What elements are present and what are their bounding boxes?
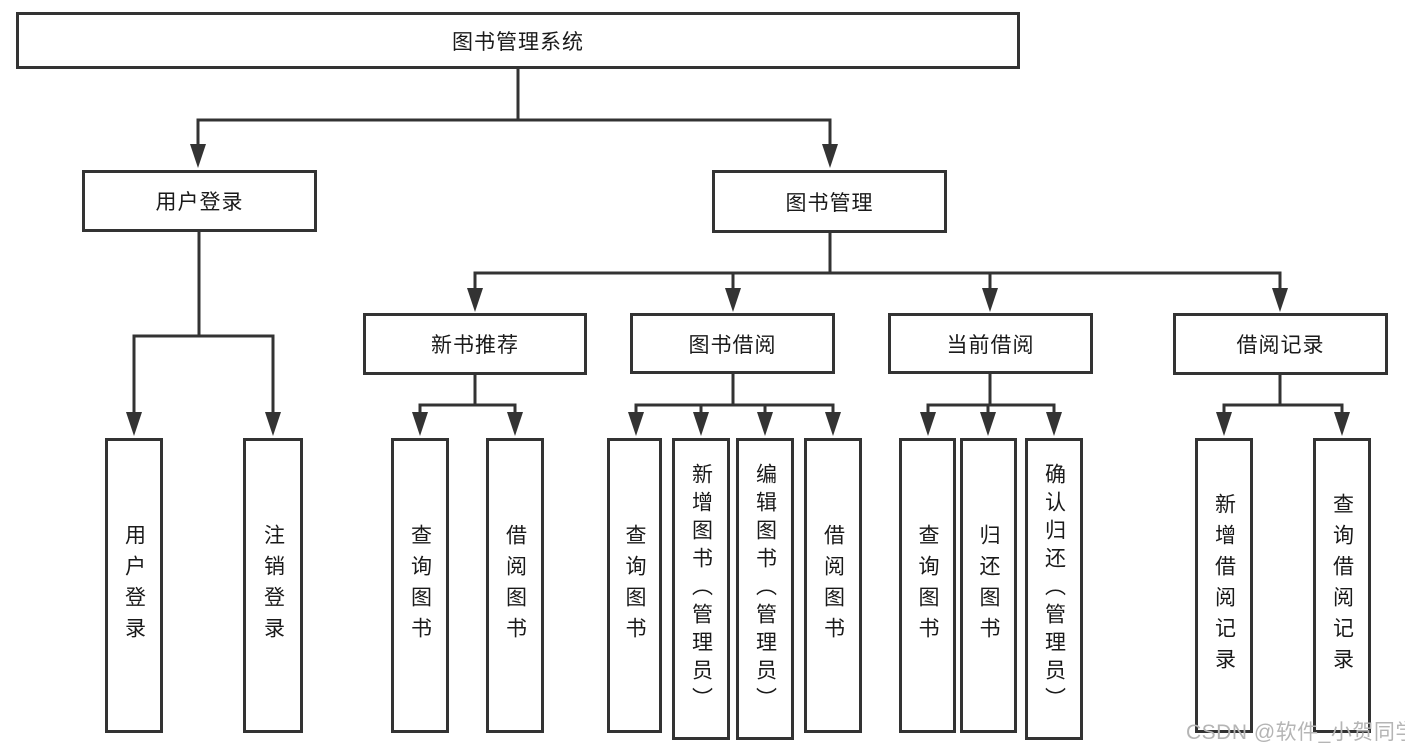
leaf-borrow-books: 借阅图书 bbox=[804, 438, 862, 733]
leaf-query-books-recommend: 查询图书 bbox=[391, 438, 449, 733]
leaf-borrow-books-recommend: 借阅图书 bbox=[486, 438, 544, 733]
node-user-login: 用户登录 bbox=[82, 170, 317, 232]
node-current-borrow: 当前借阅 bbox=[888, 313, 1093, 374]
leaf-return-books: 归还图书 bbox=[960, 438, 1017, 733]
node-book-borrow: 图书借阅 bbox=[630, 313, 835, 374]
leaf-logout: 注销登录 bbox=[243, 438, 303, 733]
node-new-book-recommend: 新书推荐 bbox=[363, 313, 587, 375]
leaf-user-login: 用户登录 bbox=[105, 438, 163, 733]
leaf-add-borrow-record: 新增借阅记录 bbox=[1195, 438, 1253, 733]
leaf-edit-books-admin: 编辑图书（管理员） bbox=[736, 438, 794, 740]
watermark: CSDN @软件_小贺同学 bbox=[1186, 721, 1405, 744]
node-library-management-system: 图书管理系统 bbox=[16, 12, 1020, 69]
leaf-query-books-current: 查询图书 bbox=[899, 438, 956, 733]
node-borrow-records: 借阅记录 bbox=[1173, 313, 1388, 375]
leaf-add-books-admin: 新增图书（管理员） bbox=[672, 438, 730, 740]
leaf-confirm-return-admin: 确认归还（管理员） bbox=[1025, 438, 1083, 740]
node-book-management: 图书管理 bbox=[712, 170, 947, 233]
leaf-query-books-borrow: 查询图书 bbox=[607, 438, 662, 733]
leaf-query-borrow-record: 查询借阅记录 bbox=[1313, 438, 1371, 733]
